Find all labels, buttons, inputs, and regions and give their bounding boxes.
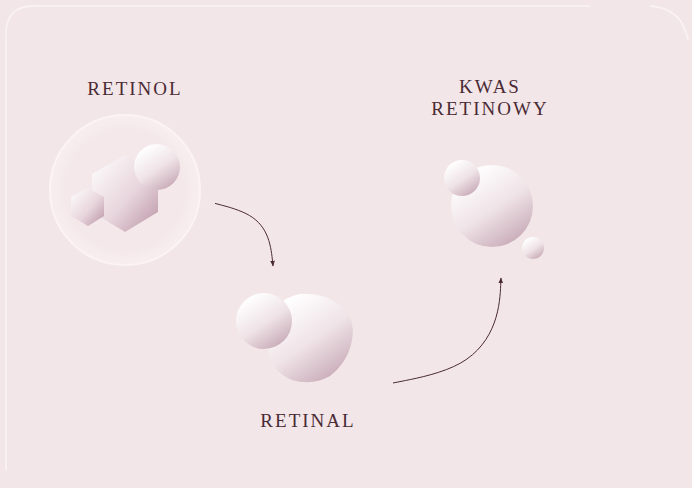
molecule-name: KWAS RETINOWY (416, 76, 564, 120)
sphere (134, 144, 180, 190)
molecule-node: RETINOL (50, 78, 220, 268)
reaction-arrow (215, 203, 273, 266)
sphere (522, 237, 544, 259)
sphere (236, 293, 292, 349)
panel-frame (6, 6, 688, 470)
molecule-name: RETINAL (260, 410, 355, 432)
halo (50, 115, 200, 265)
sphere (444, 160, 480, 196)
reaction-arrow (393, 278, 501, 383)
molecule-name: RETINOL (87, 78, 182, 100)
hexagon (71, 188, 104, 226)
molecule-node: KWAS RETINOWY (416, 76, 564, 266)
molecule-node: RETINAL (233, 290, 383, 432)
